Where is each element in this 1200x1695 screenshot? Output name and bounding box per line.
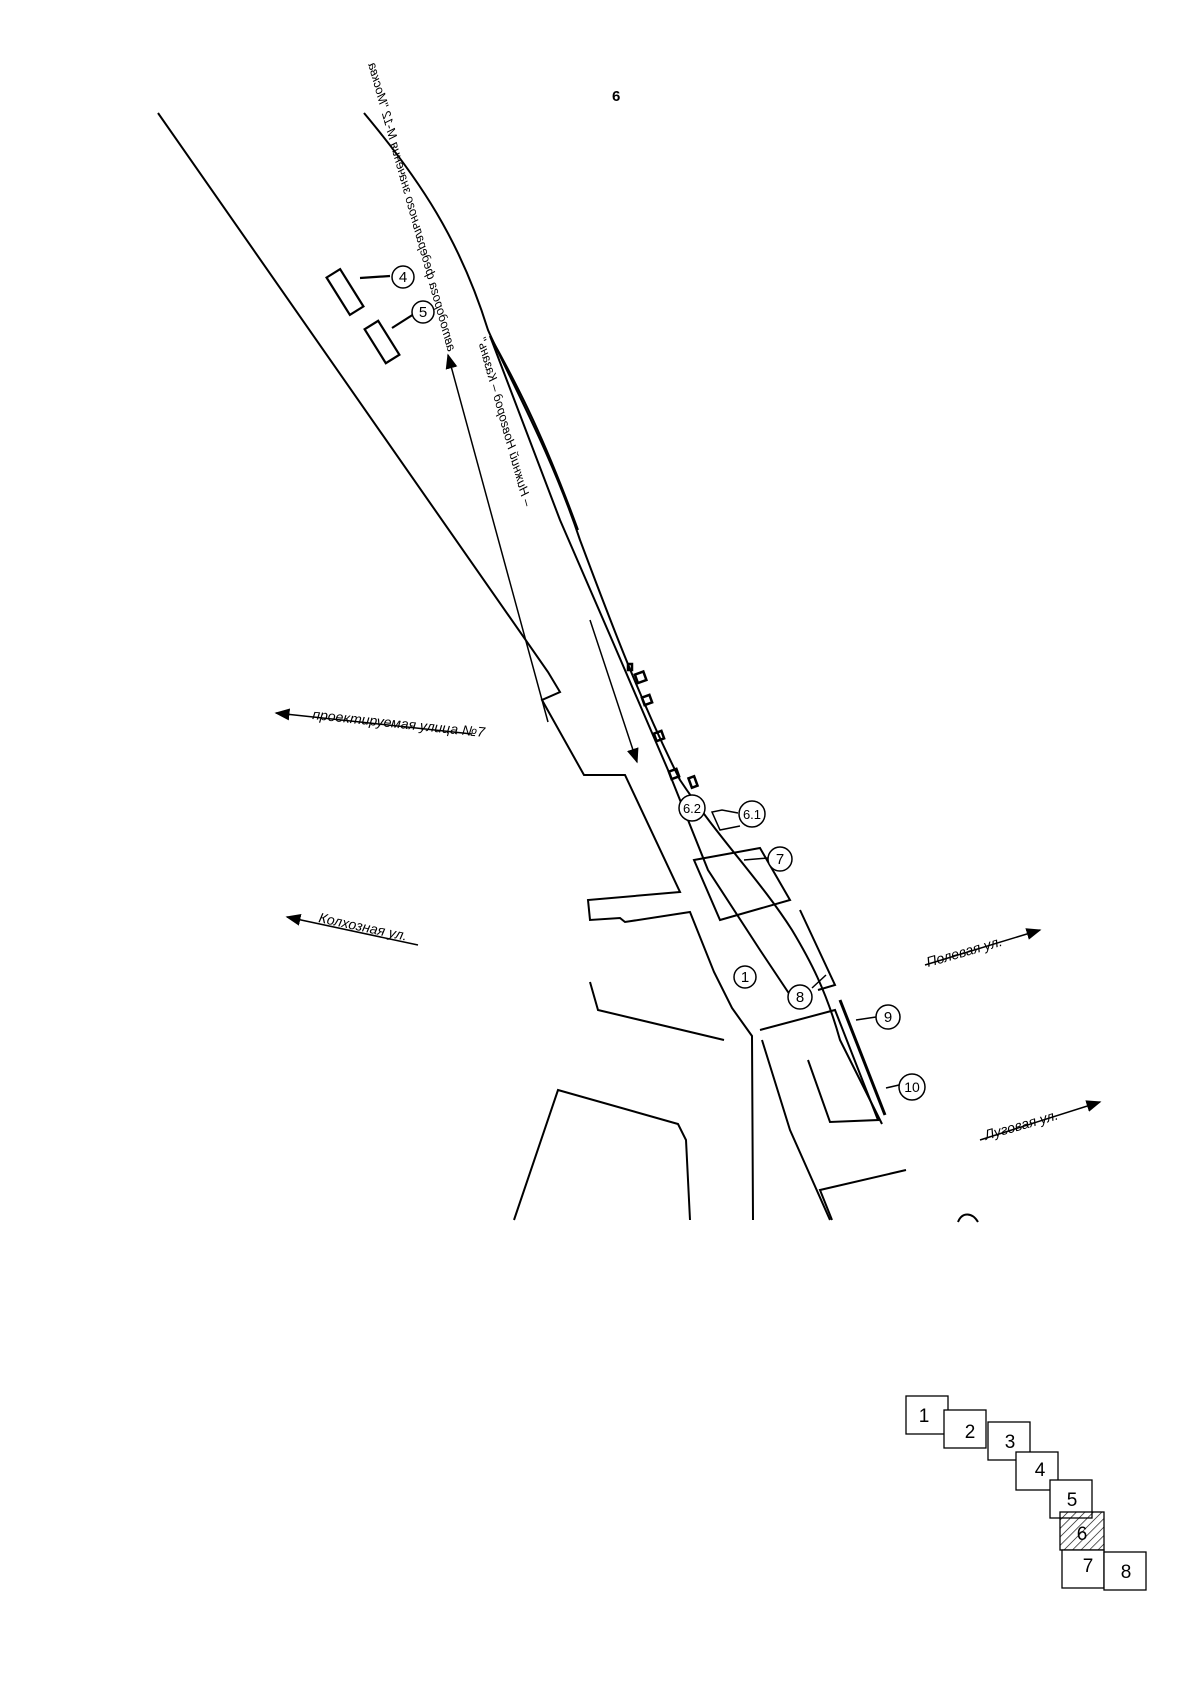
parcel-7 xyxy=(692,846,792,922)
callout-8-label: 8 xyxy=(796,989,804,1006)
callout-7 xyxy=(767,846,793,872)
callout-6-1-label: 6.1 xyxy=(743,807,761,822)
street-block-west-1 xyxy=(589,981,725,1041)
parcel-4-shape xyxy=(325,267,365,317)
highway-arrow-south xyxy=(589,619,639,764)
parcel-9-10 xyxy=(759,1008,880,1124)
highway-inner-line xyxy=(489,335,791,996)
callout-9-label: 9 xyxy=(884,1009,892,1026)
parcel-8 xyxy=(799,909,837,991)
street-label-kolkhoznaya: Колхозная ул. xyxy=(317,909,408,943)
sheet-2-label: 2 xyxy=(965,1422,976,1443)
corridor-left-edge xyxy=(157,112,754,1221)
callout-8 xyxy=(787,984,813,1010)
sheet-1-label: 1 xyxy=(919,1406,930,1427)
sheet-index xyxy=(905,1395,1147,1591)
callout-5 xyxy=(411,300,435,324)
page-number: 6 xyxy=(612,88,621,105)
callout-10 xyxy=(898,1073,926,1101)
sheet-6 xyxy=(1059,1511,1105,1551)
highway-arrow-north xyxy=(445,353,549,723)
sheet-2 xyxy=(943,1409,987,1449)
sheet-3-label: 3 xyxy=(1005,1432,1016,1453)
sheet-8-label: 8 xyxy=(1121,1562,1132,1583)
parcel-5-shape xyxy=(363,319,401,365)
callout-1 xyxy=(733,965,757,989)
sheet-1 xyxy=(905,1395,949,1435)
sheet-4-label: 4 xyxy=(1035,1460,1046,1481)
callout-7-label: 7 xyxy=(776,851,784,868)
callout-6-2 xyxy=(678,794,706,822)
sheet-5-label: 5 xyxy=(1067,1490,1078,1511)
sheet-7-label: 7 xyxy=(1083,1556,1094,1577)
street-block-west-2 xyxy=(513,1088,691,1221)
sheet-8 xyxy=(1103,1551,1147,1591)
street-label-lugovaya: Луговая ул. xyxy=(981,1107,1059,1144)
sheet-6-label: 6 xyxy=(1077,1524,1088,1545)
sheet-7 xyxy=(1061,1549,1105,1589)
callout-6-2-label: 6.2 xyxy=(683,801,701,816)
callout-4 xyxy=(391,265,415,289)
street-label-polevaya: Полевая ул. xyxy=(924,933,1003,970)
street-label-7: проектируемая улица №7 xyxy=(312,706,487,740)
callout-5-label: 5 xyxy=(419,304,427,321)
sheet-4 xyxy=(1015,1451,1059,1491)
callout-6-1 xyxy=(738,800,766,828)
callout-10-label: 10 xyxy=(904,1079,920,1095)
callout-4-label: 4 xyxy=(399,269,407,286)
block-se xyxy=(761,1039,831,1221)
corridor-right-edge xyxy=(363,112,883,1125)
buildings xyxy=(626,662,700,790)
callout-1-label: 1 xyxy=(741,969,749,986)
